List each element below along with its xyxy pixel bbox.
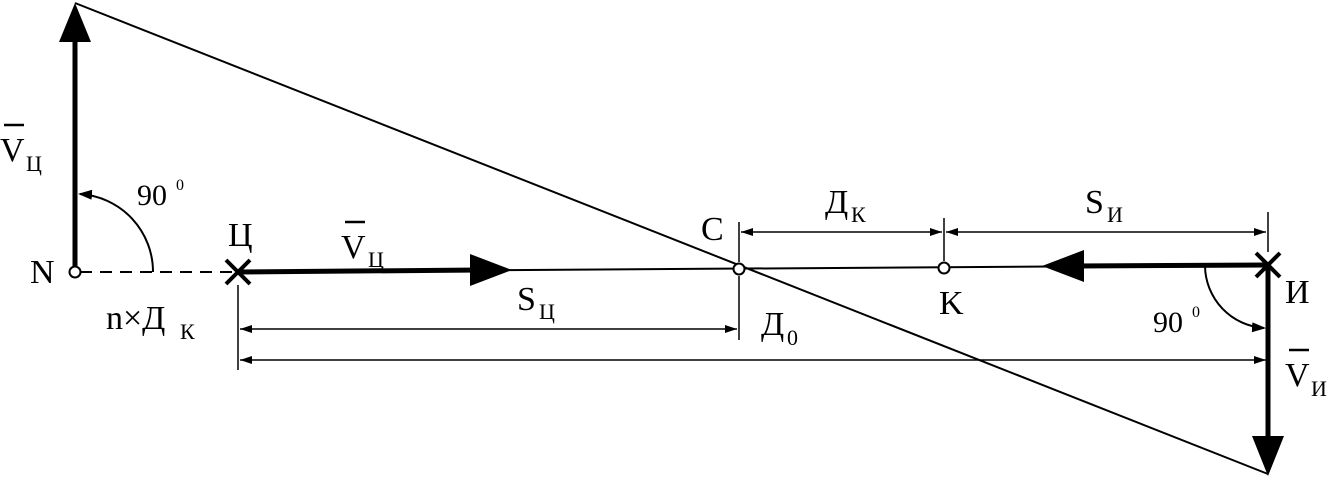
label-nxd: n×Д <box>106 300 165 337</box>
label-observer: И <box>1285 274 1310 311</box>
label-angle-observer-sup: 0 <box>1192 304 1200 321</box>
label-angle-n: 90 <box>137 179 167 212</box>
label-vt-left: V <box>0 132 25 169</box>
label-k: K <box>939 285 964 322</box>
label-n: N <box>30 254 55 291</box>
point-n <box>68 265 82 279</box>
label-nxd-sub: К <box>180 319 195 344</box>
observer-cross-mark <box>1254 251 1282 279</box>
label-vt-left-sub: Ц <box>26 151 42 176</box>
point-c <box>732 262 746 276</box>
label-si: S <box>1085 184 1104 221</box>
label-vi-sub: И <box>1311 376 1327 401</box>
observer-bearing-arrowhead <box>1042 250 1084 282</box>
target-velocity-arrowhead <box>470 254 512 286</box>
north-velocity-arrowhead <box>59 3 91 42</box>
observer-velocity-arrowhead <box>1252 436 1284 476</box>
label-c: C <box>701 211 724 248</box>
label-dk: Д <box>825 184 848 221</box>
label-si-sub: И <box>1107 202 1123 227</box>
label-d0-sub: 0 <box>787 325 798 350</box>
label-dk-sub: К <box>851 202 866 227</box>
angle-arc-observer <box>1204 265 1266 333</box>
label-d0: Д <box>761 306 784 343</box>
point-k <box>937 261 951 275</box>
label-target: Ц <box>228 217 253 254</box>
label-angle-n-sup: 0 <box>176 177 184 194</box>
target-velocity-shaft <box>237 267 481 275</box>
label-vt-mid-sub: Ц <box>368 247 384 272</box>
observer-bearing-shaft <box>1074 262 1269 269</box>
angle-arc-n <box>78 189 155 273</box>
label-vi: V <box>1285 357 1310 394</box>
diagonal-line <box>74 2 1269 475</box>
label-angle-observer: 90 <box>1153 306 1183 339</box>
label-st-sub: Ц <box>539 299 555 324</box>
label-st: S <box>517 281 536 318</box>
label-vt-mid: V <box>341 229 366 266</box>
target-cross-mark <box>224 258 252 286</box>
